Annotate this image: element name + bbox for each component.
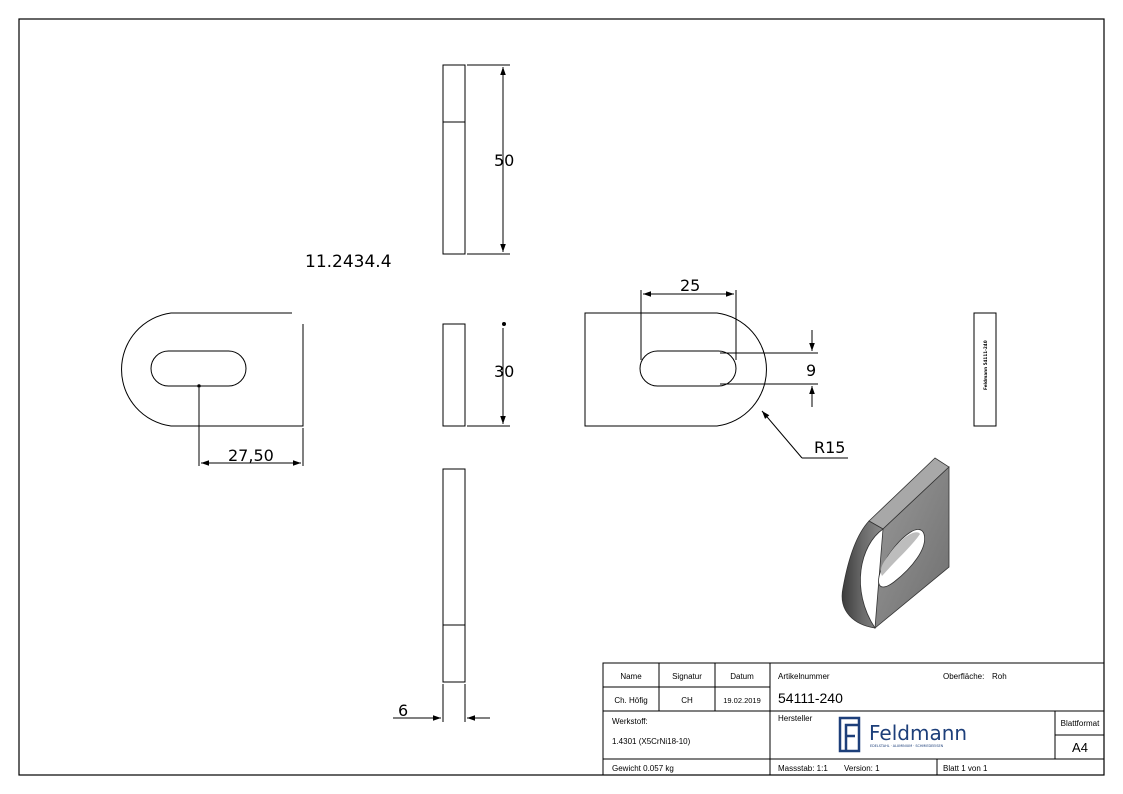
dimension-length-top: 50	[494, 151, 514, 170]
material-value: 1.4301 (X5CrNi18-10)	[612, 737, 691, 746]
material-label: Werkstoff:	[612, 717, 648, 726]
dimension-slot-width: 9	[806, 361, 816, 380]
title-block-lines	[602, 662, 1105, 776]
scale-value: Massstab: 1:1	[778, 764, 828, 773]
bottom-edge-view	[393, 468, 490, 722]
sheet-format-label: Blattformat	[1061, 719, 1100, 728]
name-value: Ch. Höfig	[614, 696, 647, 705]
edge-marking-text: Feldmann 54111-240	[983, 340, 988, 390]
article-number-header: Artikelnummer	[778, 672, 830, 681]
drawing-frame	[18, 18, 1105, 776]
manufacturer-label: Hersteller	[778, 714, 813, 723]
logo-brand-text: Feldmann	[869, 721, 967, 745]
isometric-part-view	[841, 457, 950, 629]
dimension-slot-length: 25	[680, 276, 700, 295]
marked-edge-view	[973, 312, 997, 427]
sheet-number-value: Blatt 1 von 1	[943, 764, 988, 773]
part-number-label: 11.2434.4	[305, 252, 392, 272]
surface-label: Oberfläche:	[943, 672, 984, 681]
middle-edge-view	[442, 322, 510, 427]
logo-tagline-text: EDELSTAHL · ALUMINIUM · SCHMIEDEEISEN	[870, 744, 944, 748]
feldmann-logo	[838, 716, 861, 753]
left-front-view	[121, 312, 304, 466]
name-header: Name	[620, 672, 642, 681]
date-header: Datum	[730, 672, 754, 681]
weight-value: Gewicht 0.057 kg	[612, 764, 674, 773]
top-edge-view	[442, 64, 510, 255]
signature-value: CH	[681, 696, 693, 705]
right-front-view	[584, 290, 848, 459]
signature-header: Signatur	[672, 672, 702, 681]
dimension-offset: 27,50	[228, 446, 274, 465]
dimension-thickness: 6	[398, 701, 408, 720]
dimension-length-slot: 30	[494, 362, 514, 381]
dimension-radius: R15	[814, 438, 845, 457]
date-value: 19.02.2019	[723, 696, 761, 705]
sheet-format-value: A4	[1072, 740, 1088, 755]
article-number-value: 54111-240	[778, 690, 843, 706]
surface-value: Roh	[992, 672, 1007, 681]
version-value: Version: 1	[844, 764, 880, 773]
